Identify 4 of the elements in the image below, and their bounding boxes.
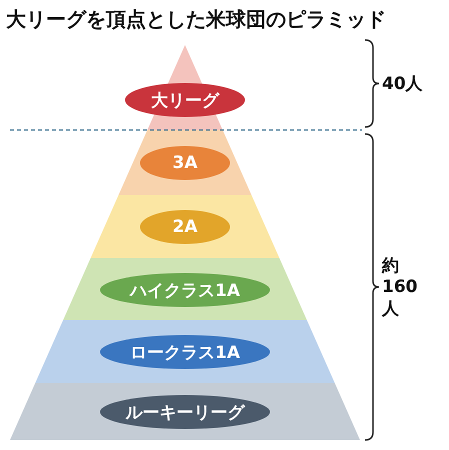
level-oval: 大リーグ [125,83,245,117]
count-label: 約160人 [382,255,418,320]
title: 大リーグを頂点とした米球団のピラミッド [6,6,386,33]
count-label: 40人 [382,73,424,95]
